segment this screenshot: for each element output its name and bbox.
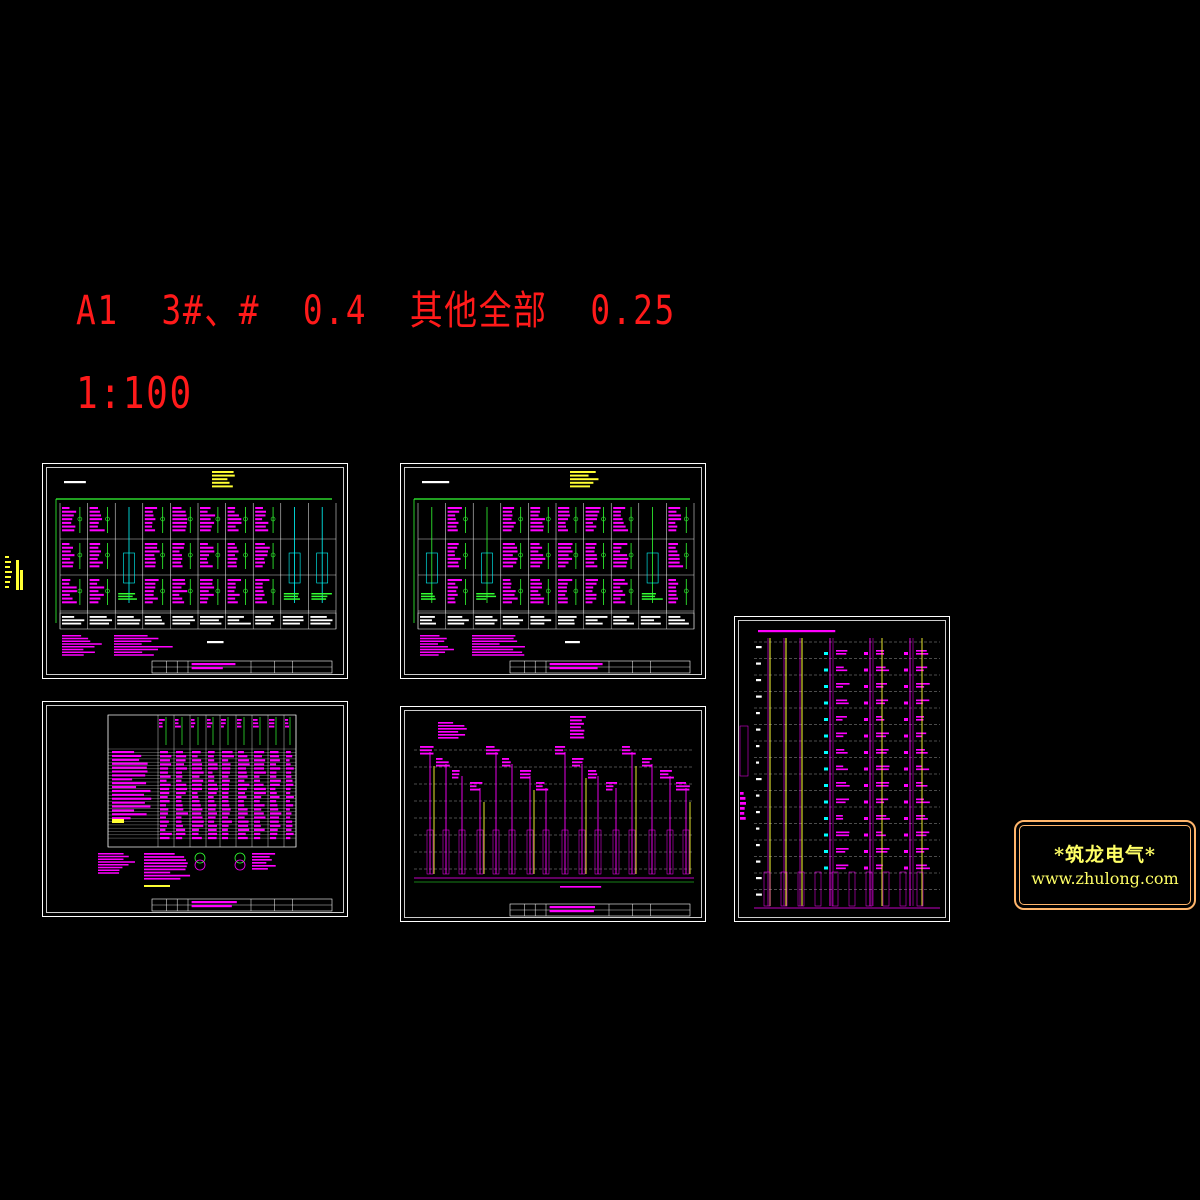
- sheet-inner-border: [404, 467, 702, 675]
- sheet-outer-border: [734, 616, 950, 922]
- sheet-inner-border: [46, 705, 344, 913]
- sheet-inner-border: [404, 710, 702, 918]
- drawing-scale-ratio: 1:100: [76, 368, 193, 419]
- sheet-outer-border: [400, 706, 706, 922]
- sheet-outer-border: [42, 463, 348, 679]
- riser-diagram-sheet-2: [734, 616, 950, 922]
- logo-url: www.zhulong.com: [1031, 869, 1179, 888]
- logo-title: *筑龙电气*: [1054, 844, 1156, 866]
- distribution-system-sheet-2: [400, 463, 706, 679]
- sheet-outer-border: [400, 463, 706, 679]
- title-block: [151, 898, 333, 912]
- left-margin-marker: [5, 556, 23, 590]
- title-block: [151, 660, 333, 674]
- title-block: [509, 660, 691, 674]
- zhulong-logo: *筑龙电气* www.zhulong.com: [1014, 820, 1196, 910]
- distribution-system-sheet-1: [42, 463, 348, 679]
- sheet-outer-border: [42, 701, 348, 917]
- riser-diagram-sheet-1: [400, 706, 706, 922]
- drawing-scale-note: A1 3#、# 0.4 其他全部 0.25: [76, 288, 676, 334]
- sheet-inner-border: [738, 620, 946, 918]
- equipment-table-sheet: [42, 701, 348, 917]
- title-block: [509, 903, 691, 917]
- sheet-inner-border: [46, 467, 344, 675]
